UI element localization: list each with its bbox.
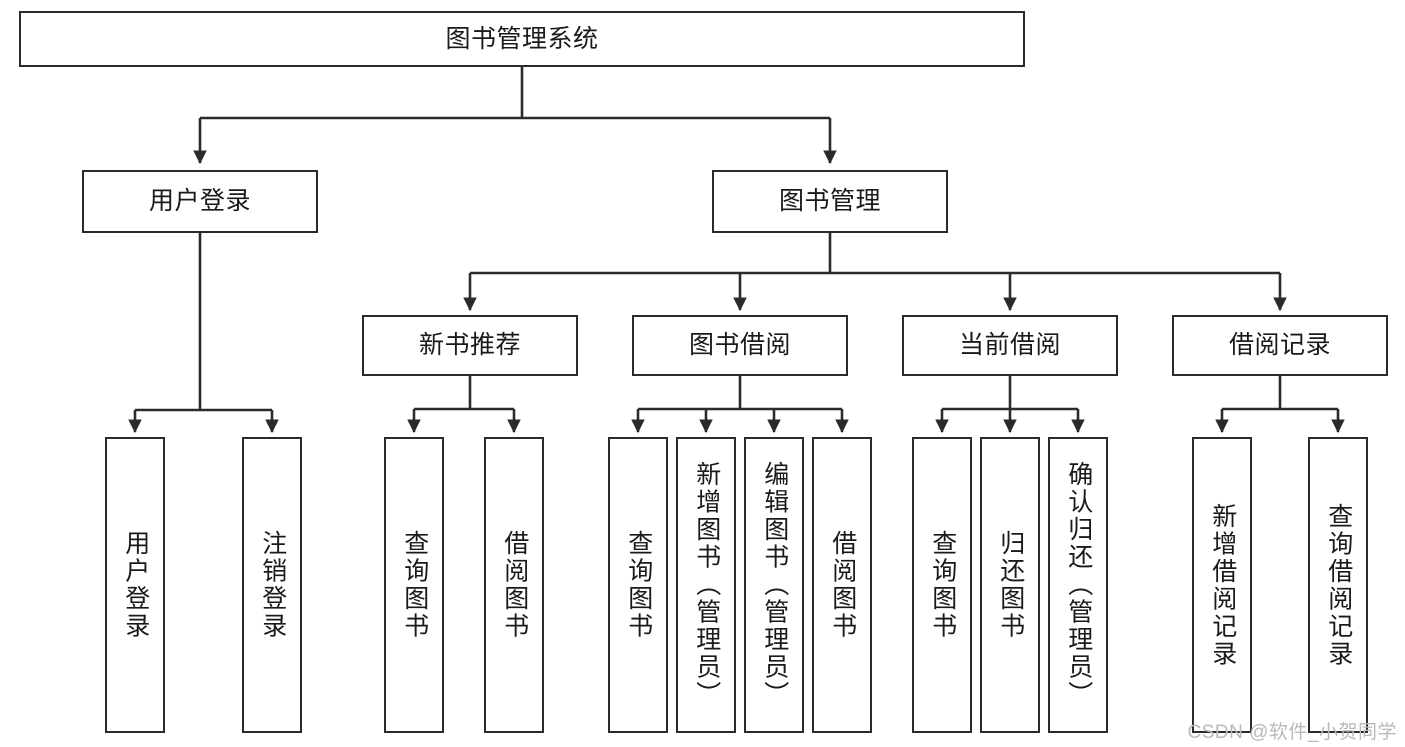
leaf-record-add-record[interactable]: 新增借阅记录: [1192, 437, 1252, 733]
leaf-record-query-record[interactable]: 查询借阅记录: [1308, 437, 1368, 733]
node-label: 新增借阅记录: [1208, 502, 1237, 668]
leaf-borrow-add-book-admin[interactable]: 新增图书（管理员）: [676, 437, 736, 733]
node-current-borrow[interactable]: 当前借阅: [902, 315, 1118, 376]
leaf-current-query-book[interactable]: 查询图书: [912, 437, 972, 733]
node-label: 归还图书: [996, 530, 1025, 640]
leaf-user-login-signout[interactable]: 注销登录: [242, 437, 302, 733]
leaf-recommend-borrow-book[interactable]: 借阅图书: [484, 437, 544, 733]
node-borrow-record[interactable]: 借阅记录: [1172, 315, 1388, 376]
node-label: 查询借阅记录: [1324, 502, 1353, 668]
node-label: 图书管理: [778, 187, 881, 216]
node-label: 用户登录: [121, 530, 150, 640]
node-label: 借阅记录: [1228, 331, 1331, 360]
csdn-watermark: CSDN @软件_小贺同学: [1187, 722, 1397, 743]
node-new-book-recommend[interactable]: 新书推荐: [362, 315, 578, 376]
leaf-current-return-book[interactable]: 归还图书: [980, 437, 1040, 733]
node-label: 图书借阅: [688, 331, 791, 360]
leaf-borrow-edit-book-admin[interactable]: 编辑图书（管理员）: [744, 437, 804, 733]
node-label: 图书管理系统: [445, 24, 599, 53]
node-label: 借阅图书: [828, 530, 857, 640]
node-label: 注销登录: [258, 530, 287, 640]
node-label: 借阅图书: [500, 530, 529, 640]
node-label: 查询图书: [928, 530, 957, 640]
node-label: 新书推荐: [418, 331, 521, 360]
node-book-borrow[interactable]: 图书借阅: [632, 315, 848, 376]
leaf-borrow-query-book[interactable]: 查询图书: [608, 437, 668, 733]
leaf-user-login-signin[interactable]: 用户登录: [105, 437, 165, 733]
node-label: 新增图书（管理员）: [692, 461, 721, 709]
leaf-recommend-query-book[interactable]: 查询图书: [384, 437, 444, 733]
leaf-borrow-borrow-book[interactable]: 借阅图书: [812, 437, 872, 733]
node-label: 用户登录: [148, 187, 251, 216]
node-label: 确认归还（管理员）: [1064, 461, 1093, 709]
node-label: 当前借阅: [958, 331, 1061, 360]
node-root-system[interactable]: 图书管理系统: [19, 11, 1025, 67]
node-book-management[interactable]: 图书管理: [712, 170, 948, 233]
leaf-current-confirm-return-admin[interactable]: 确认归还（管理员）: [1048, 437, 1108, 733]
node-label: 查询图书: [400, 530, 429, 640]
node-label: 编辑图书（管理员）: [760, 461, 789, 709]
node-label: 查询图书: [624, 530, 653, 640]
node-user-login[interactable]: 用户登录: [82, 170, 318, 233]
